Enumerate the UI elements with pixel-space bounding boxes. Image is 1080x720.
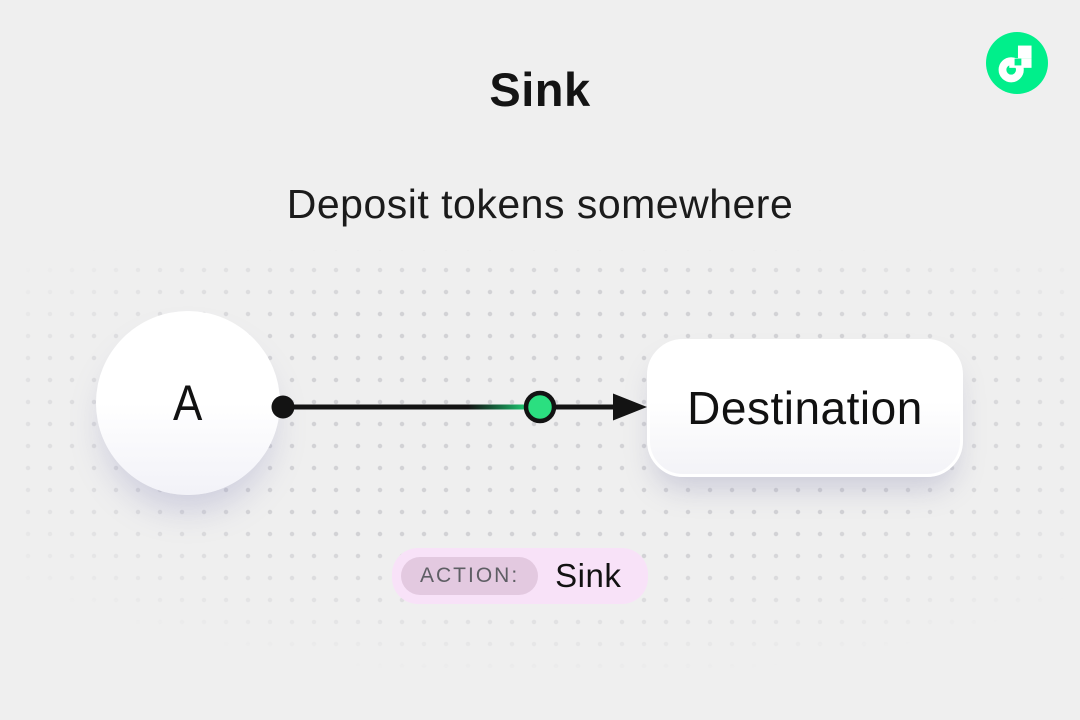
page-title: Sink — [489, 63, 591, 116]
page-subtitle: Deposit tokens somewhere — [286, 181, 794, 227]
destination-node: Destination — [647, 339, 963, 477]
action-badge-label: ACTION: — [401, 557, 539, 595]
source-node-label: A — [173, 375, 203, 431]
action-badge: ACTION: Sink — [392, 548, 649, 604]
flow-logo-icon — [986, 32, 1048, 94]
action-badge-value: Sink — [555, 557, 622, 594]
destination-node-label: Destination — [687, 382, 923, 434]
source-node: A — [96, 311, 280, 495]
